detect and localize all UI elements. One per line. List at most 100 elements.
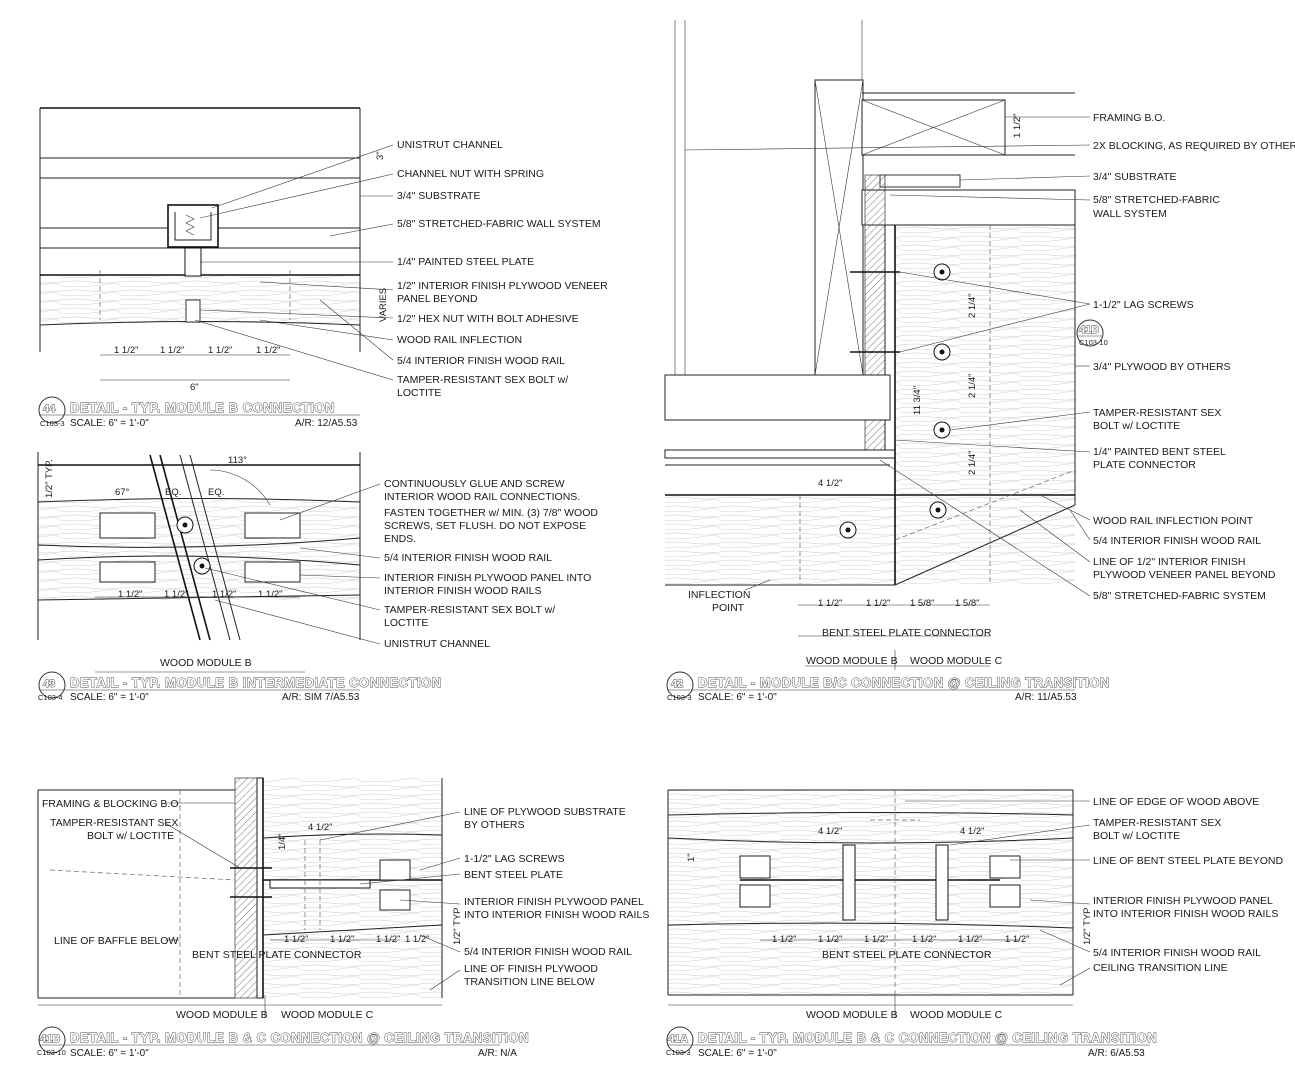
dim-label: 1 1/2" — [1012, 113, 1023, 138]
dim-label: 1 5/8" — [955, 598, 980, 609]
scale: SCALE: 6" = 1'-0" — [70, 692, 149, 703]
detail-41a-drawing — [667, 789, 1091, 1018]
sheet-ref: C103-10 — [37, 1048, 66, 1057]
detail-44: UNISTRUT CHANNEL CHANNEL NUT WITH SPRING… — [38, 107, 608, 429]
label: 1/4" PAINTED STEEL PLATE — [397, 256, 534, 268]
label: 3/4" SUBSTRATE — [1093, 171, 1176, 183]
dim-label: 1 1/2" — [958, 934, 983, 945]
label: LINE OF FINISH PLYWOOD — [464, 963, 598, 975]
dim-label: 1 1/2" — [864, 934, 889, 945]
label: POINT — [712, 602, 745, 614]
label: INTERIOR FINISH PLYWOOD PANEL — [464, 896, 644, 908]
dim-label: 2 1/4" — [967, 373, 978, 398]
detail-44-dims: 3" VARIES 1 1/2" 1 1/2" 1 1/2" 1 1/2" 6" — [114, 151, 389, 393]
label: INTO INTERIOR FINISH WOOD RAILS — [1093, 908, 1278, 920]
label: WOOD RAIL INFLECTION — [397, 334, 522, 346]
label: 5/8" STRETCHED-FABRIC SYSTEM — [1093, 590, 1266, 602]
label: INTERIOR FINISH PLYWOOD PANEL — [1093, 895, 1273, 907]
scale: SCALE: 6" = 1'-0" — [70, 418, 149, 429]
dim-label: 1/2" TYP. — [44, 459, 55, 498]
dim-label: 4 1/2" — [308, 822, 333, 833]
detail-number: 42 — [671, 678, 683, 690]
detail-44-drawing — [39, 107, 394, 381]
label: FRAMING & BLOCKING B.O. — [42, 798, 181, 810]
module-label: WOOD MODULE C — [910, 1009, 1003, 1021]
label: LOCTITE — [384, 617, 428, 629]
label: BOLT w/ LOCTITE — [1093, 420, 1180, 432]
dim-label: 1" — [686, 853, 697, 862]
sheet-ref: C103-4 — [38, 693, 63, 702]
detail-41a-title-block: 41A C103-3 DETAIL - TYP. MODULE B & C CO… — [666, 1026, 1157, 1059]
dim-label: 4 1/2" — [960, 826, 985, 837]
sheet-ref: C103-3 — [666, 1048, 691, 1057]
dim-label: 1 1/2" — [164, 589, 189, 600]
dim-label: 2 1/4" — [967, 450, 978, 475]
dim-label: 67° — [115, 487, 130, 498]
detail-41b-leaders — [164, 802, 461, 991]
detail-42-dims: 1 1/2" 2 1/4" 2 1/4" 2 1/4" 11 3/4" 4 1/… — [818, 113, 1023, 609]
detail-43-labels: CONTINUOUSLY GLUE AND SCREW INTERIOR WOO… — [384, 478, 598, 650]
lag-screws — [850, 271, 900, 353]
dim-label: 3" — [375, 151, 386, 160]
module-label: WOOD MODULE B — [176, 1009, 268, 1021]
dim-label: 4 1/2" — [818, 478, 843, 489]
dim-label: 1 1/2" — [258, 589, 283, 600]
dim-label: 1 1/2" — [330, 934, 355, 945]
dim-label: 1 1/2" — [208, 345, 233, 356]
detail-title: DETAIL - TYP. MODULE B & C CONNECTION @ … — [70, 1030, 529, 1045]
label: INTERIOR FINISH PLYWOOD PANEL INTO — [384, 572, 591, 584]
detail-44-leaders — [194, 144, 394, 381]
label: 1-1/2" LAG SCREWS — [1093, 299, 1194, 311]
detail-42-title-block: 42 C103-3 DETAIL - MODULE B/C CONNECTION… — [666, 671, 1110, 703]
label: BENT STEEL PLATE CONNECTOR — [192, 949, 362, 961]
detail-41b: FRAMING & BLOCKING B.O. TAMPER-RESISTANT… — [37, 777, 649, 1059]
label: 1/2" INTERIOR FINISH PLYWOOD VENEER — [397, 280, 608, 292]
detail-44-title-block: 44 C103-3 DETAIL - TYP. MODULE B CONNECT… — [38, 396, 360, 429]
ar-ref: A/R: N/A — [478, 1048, 517, 1059]
sheet-ref: C103-3 — [667, 693, 692, 702]
dim-label: 1 1/2" — [1005, 934, 1030, 945]
label: 3/4" SUBSTRATE — [397, 190, 480, 202]
detail-44-labels: UNISTRUT CHANNEL CHANNEL NUT WITH SPRING… — [397, 139, 608, 399]
label: BOLT w/ LOCTITE — [1093, 830, 1180, 842]
label: TAMPER-RESISTANT SEX BOLT w/ — [384, 604, 555, 616]
scale: SCALE: 6" = 1'-0" — [70, 1048, 149, 1059]
dim-label: 1 1/2" — [212, 589, 237, 600]
dim-label: 1 1/2" — [818, 598, 843, 609]
dim-label: 1 1/2" — [912, 934, 937, 945]
dim-label: 2 1/4" — [967, 293, 978, 318]
label: LINE OF EDGE OF WOOD ABOVE — [1093, 796, 1259, 808]
dim-label: 1 1/2" — [118, 589, 143, 600]
label: CEILING TRANSITION LINE — [1093, 962, 1228, 974]
dim-label: 1 1/2" — [284, 934, 309, 945]
detail-41a: LINE OF EDGE OF WOOD ABOVE TAMPER-RESIST… — [666, 789, 1283, 1059]
module-label: WOOD MODULE C — [910, 655, 1003, 667]
label: ENDS. — [384, 533, 416, 545]
label: LINE OF 1/2" INTERIOR FINISH — [1093, 556, 1246, 568]
label: 5/4 INTERIOR FINISH WOOD RAIL — [384, 552, 552, 564]
detail-number: 41A — [668, 1033, 688, 1045]
dim-label: 4 1/2" — [818, 826, 843, 837]
detail-42-labels: FRAMING B.O. 2X BLOCKING, AS REQUIRED BY… — [688, 112, 1295, 667]
ar-ref: A/R: 12/A5.53 — [295, 418, 358, 429]
detail-42-drawing — [664, 20, 1091, 670]
detail-42: 41B C103-10 FRAMING B.O. 2X BLOCKING, AS… — [664, 20, 1295, 703]
label: PANEL BEYOND — [397, 293, 478, 305]
dim-label: 1 1/2" — [160, 345, 185, 356]
label: UNISTRUT CHANNEL — [397, 139, 503, 151]
label: CONTINUOUSLY GLUE AND SCREW — [384, 478, 565, 490]
detail-41b-title-block: 41B C103-10 DETAIL - TYP. MODULE B & C C… — [37, 1026, 529, 1059]
dim-label: 1 1/2" — [866, 598, 891, 609]
module-label: WOOD MODULE B — [806, 1009, 898, 1021]
detail-41a-dims: 4 1/2" 4 1/2" 1" 1 1/2" 1 1/2" 1 1/2" 1 … — [686, 826, 1093, 945]
detail-title: DETAIL - TYP. MODULE B INTERMEDIATE CONN… — [70, 675, 442, 690]
sheet-ref: C103-3 — [40, 419, 65, 428]
detail-42-callout: 41B C103-10 — [1076, 319, 1108, 347]
scale: SCALE: 6" = 1'-0" — [698, 692, 777, 703]
label: 1/2" HEX NUT WITH BOLT ADHESIVE — [397, 313, 579, 325]
dim-label: 113° — [228, 455, 247, 466]
dim-label: 11 3/4" — [912, 386, 923, 415]
dim-label: 1/2" TYP — [452, 907, 463, 945]
label: FRAMING B.O. — [1093, 112, 1165, 124]
label: CHANNEL NUT WITH SPRING — [397, 168, 544, 180]
